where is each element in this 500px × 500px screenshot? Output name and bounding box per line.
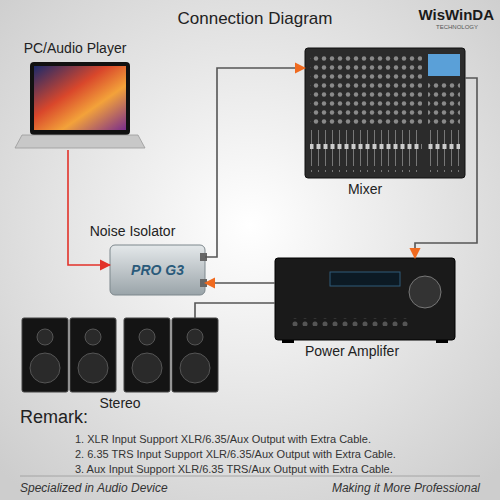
mixer-illustration-part	[428, 80, 460, 124]
amplifier-illustration-part	[290, 318, 410, 326]
device-label: Noise Isolator	[78, 223, 188, 239]
speaker-illustration-part	[172, 318, 218, 392]
mixer-illustration-part	[428, 130, 460, 172]
mixer-illustration-part	[310, 130, 422, 172]
noise-isolator-illustration-part	[110, 245, 205, 295]
signal-cable	[195, 303, 275, 318]
remark-note: Remark:	[20, 407, 140, 428]
diagram-title: Connection Diagram	[100, 9, 410, 29]
noise-isolator-illustration	[110, 245, 207, 295]
device-label: Mixer	[300, 181, 430, 197]
device-node: Noise IsolatorPRO G3	[110, 245, 205, 295]
remark-note: 2. 6.35 TRS Input Support XLR/6.35/Aux O…	[75, 447, 495, 461]
signal-cable	[205, 68, 305, 257]
footer-slogan: Specialized in Audio Device	[20, 481, 240, 496]
footer-slogan: Making it More Professional	[260, 481, 480, 496]
speaker-illustration-part	[124, 318, 170, 392]
remark-note: 1. XLR Input Support XLR/6.35/Aux Output…	[75, 432, 495, 446]
mixer-illustration-part	[305, 48, 465, 178]
remark-note: 3. Aux Input Support XLR/6.35 TRS/Aux Ou…	[75, 462, 495, 476]
footer-rule	[20, 476, 480, 477]
mixer-illustration	[305, 48, 465, 178]
speaker-illustration	[22, 318, 218, 392]
amplifier-illustration-part	[436, 340, 448, 343]
laptop-illustration-part	[15, 135, 145, 148]
amplifier-illustration	[275, 258, 455, 343]
device-node: PC/Audio Player	[20, 62, 140, 150]
speaker-illustration-part	[22, 318, 68, 392]
device-node: Stereo	[20, 318, 220, 392]
signal-cable	[68, 150, 110, 265]
device-label: Power Amplifer	[287, 343, 417, 359]
amplifier-illustration-part	[275, 258, 455, 340]
laptop-illustration	[15, 62, 145, 148]
mixer-illustration-part	[428, 54, 460, 76]
signal-cable	[415, 78, 477, 258]
amplifier-illustration-part	[330, 272, 400, 286]
device-node: Mixer	[305, 48, 465, 178]
device-label: PC/Audio Player	[10, 40, 140, 56]
speaker-illustration-part	[70, 318, 116, 392]
amplifier-illustration-part	[282, 340, 294, 343]
brand-logo: WisWinDA	[380, 6, 494, 24]
laptop-illustration-part	[30, 62, 130, 135]
mixer-illustration-part	[310, 54, 422, 126]
brand-logo: TECHNOLOGY	[380, 23, 478, 32]
device-badge: PRO G3	[110, 245, 205, 295]
signal-cable	[205, 282, 275, 284]
device-node: Power Amplifer	[275, 258, 455, 340]
amplifier-illustration-part	[409, 276, 441, 308]
laptop-illustration-part	[34, 66, 126, 130]
